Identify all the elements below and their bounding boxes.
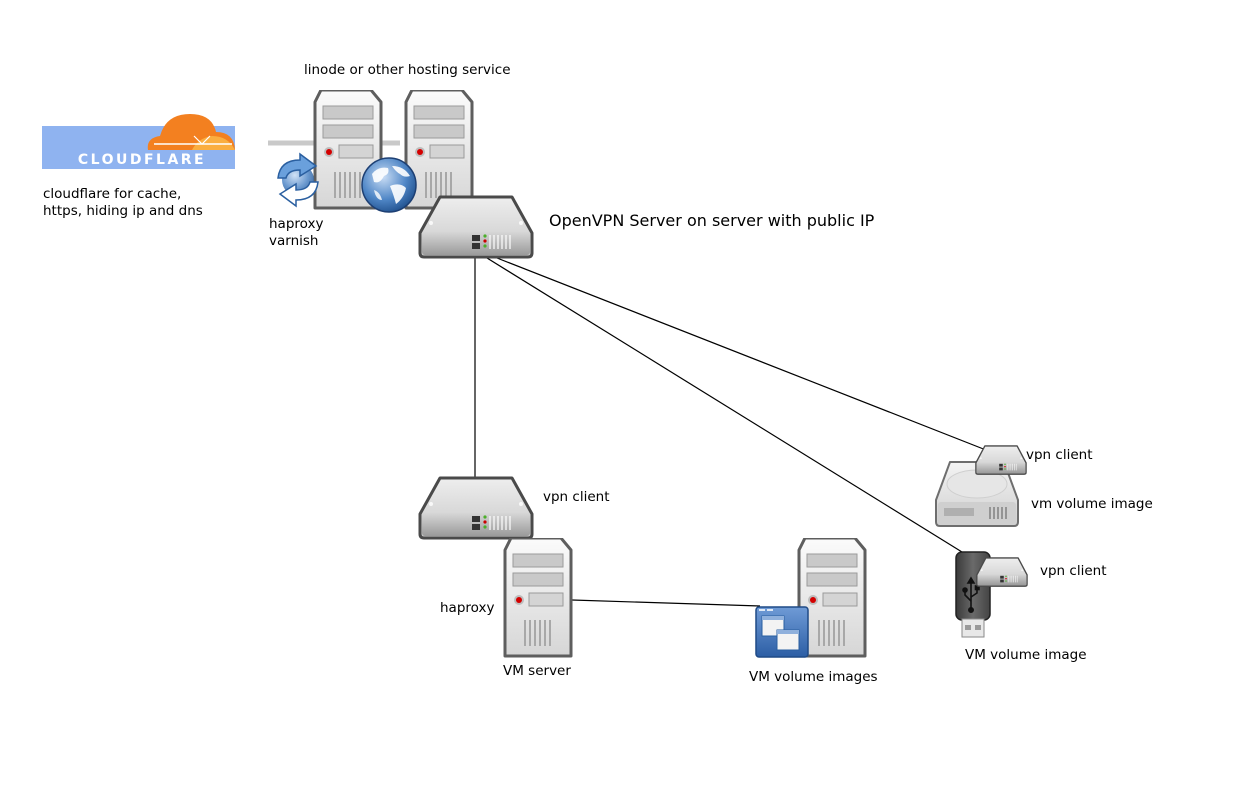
sync-icon (277, 152, 319, 208)
vpn-client-label: vpn client (543, 489, 610, 505)
edge-vm-server-to-volume-images (571, 599, 761, 607)
vm-server-side-label: haproxy (440, 600, 495, 616)
cloudflare-logo-text: CLOUDFLARE (78, 152, 206, 168)
proxy-label-line-1: haproxy (269, 216, 324, 232)
proxy-label-line-2: varnish (269, 233, 319, 249)
cloudflare-logo: CLOUDFLARE (42, 114, 235, 169)
edge-openvpn-to-usb-client (486, 257, 963, 553)
network-switch-icon (975, 445, 1027, 475)
hdd-vpn-client-label: vpn client (1026, 447, 1093, 463)
network-switch-icon (418, 476, 534, 540)
globe-icon (361, 157, 417, 213)
usb-volume-label: VM volume image (965, 647, 1087, 663)
window-app-icon (755, 606, 809, 658)
openvpn-server-label: OpenVPN Server on server with public IP (549, 211, 875, 230)
vm-server-label: VM server (503, 663, 571, 679)
cloudflare-label-line-2: https, hiding ip and dns (43, 203, 203, 219)
hard-drive-icon (935, 461, 1019, 527)
server-tower-icon (503, 538, 573, 658)
network-switch-icon (976, 557, 1028, 587)
cloudflare-node: CLOUDFLARE (42, 108, 235, 170)
edge-openvpn-to-hdd-client (496, 257, 987, 451)
vm-volume-images-label: VM volume images (749, 669, 878, 685)
hdd-volume-label: vm volume image (1031, 496, 1153, 512)
cloudflare-label-line-1: cloudflare for cache, (43, 186, 182, 202)
network-switch-icon (418, 195, 534, 259)
hosting-label: linode or other hosting service (304, 62, 511, 78)
usb-vpn-client-label: vpn client (1040, 563, 1107, 579)
